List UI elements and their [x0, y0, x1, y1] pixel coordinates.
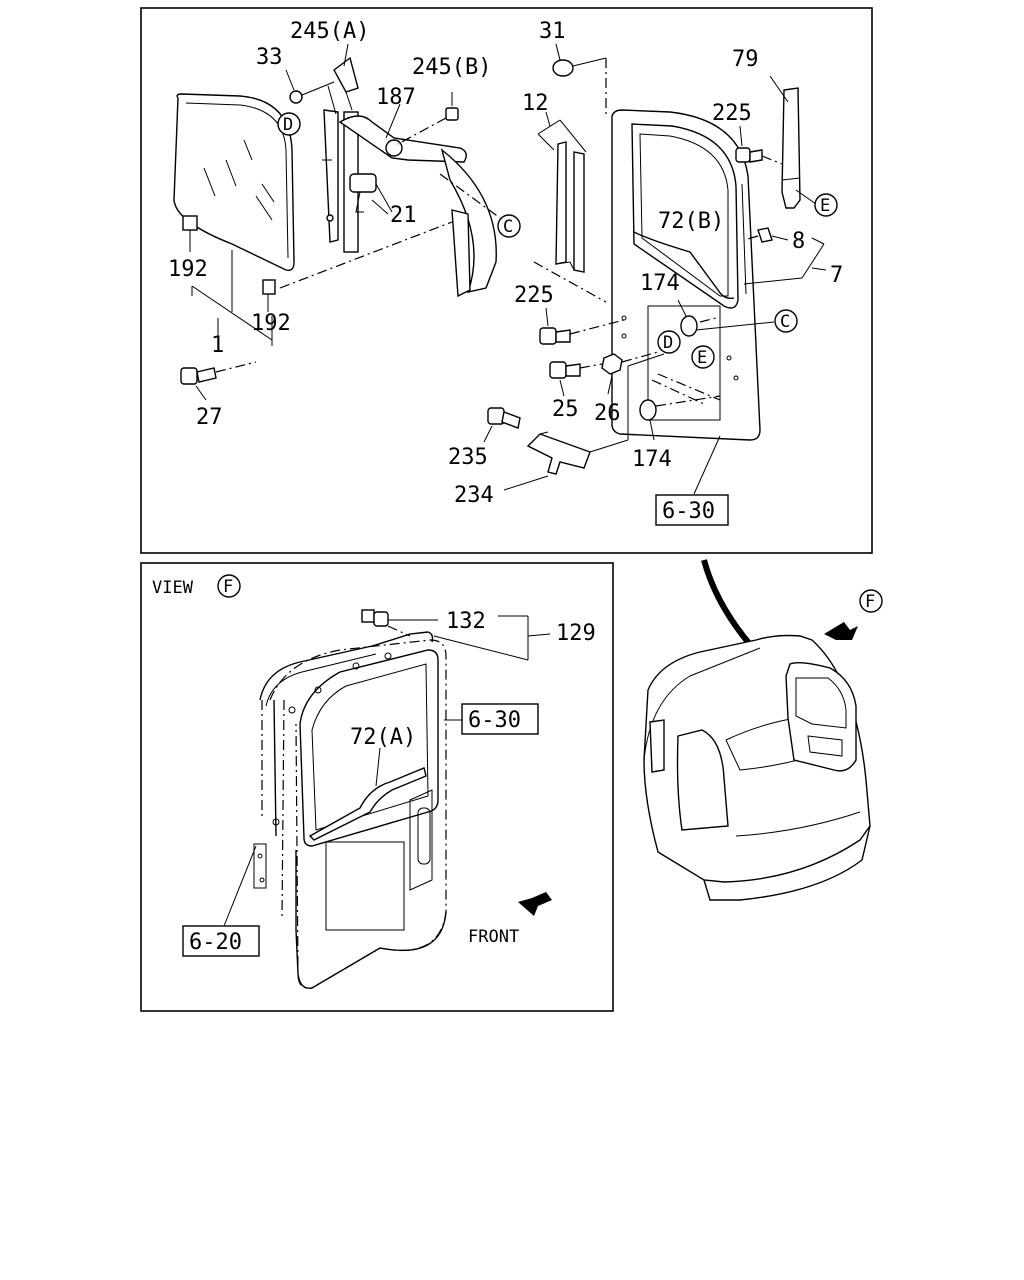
view-title: VIEW: [152, 578, 194, 598]
clip-192-lower: [262, 279, 276, 312]
ref-box-620: [182, 925, 260, 957]
callout-circle-e-top: [814, 193, 838, 217]
view-title-mark: F: [223, 577, 233, 597]
label-132: 132: [446, 609, 486, 634]
regulator-arm: [338, 115, 497, 298]
label-8: 8: [792, 229, 805, 254]
bolt-132: [361, 609, 438, 637]
label-245b: 245(B): [412, 55, 491, 80]
dashed-e-mid: [651, 373, 721, 405]
label-26: 26: [594, 401, 621, 426]
label-c-mid: C: [780, 312, 790, 332]
door-outer-panel: [253, 631, 447, 989]
label-225-upper: 225: [712, 101, 752, 126]
label-225-lower: 225: [514, 283, 554, 308]
label-129: 129: [556, 621, 596, 646]
front-label: FRONT: [468, 927, 519, 947]
leader-620: [223, 845, 257, 927]
label-e-top: E: [820, 196, 830, 216]
top-panel-frame: [140, 7, 873, 554]
screw-33: [285, 69, 335, 104]
label-187: 187: [376, 85, 416, 110]
callout-circle-c-top: [497, 214, 521, 238]
view-panel-frame: [140, 562, 614, 1012]
fastener-245a: [327, 43, 359, 115]
label-31: 31: [539, 19, 566, 44]
cab-mark: F: [865, 592, 875, 612]
label-192-lower: 192: [251, 311, 291, 336]
callout-circle-d-top: [277, 112, 301, 136]
label-79: 79: [732, 47, 759, 72]
label-245a: 245(A): [290, 19, 369, 44]
bracket-lines-1: [191, 250, 273, 346]
plug-174-lower: [639, 395, 721, 441]
regulator-motor-21: [349, 173, 393, 213]
label-12: 12: [522, 91, 549, 116]
bracket-234: [503, 353, 665, 491]
callout-circle-e-mid: [691, 345, 715, 369]
ref-630-top: 6-30: [662, 499, 715, 524]
view-title-circle: [217, 574, 241, 598]
nut-245b: [397, 92, 459, 145]
grommet-31: [552, 43, 607, 116]
leader-c-mid: [695, 321, 775, 331]
door-glass: [173, 93, 295, 272]
label-33: 33: [256, 45, 283, 70]
cab-mark-circle: [859, 589, 883, 613]
label-174-lower: 174: [632, 447, 672, 472]
leader-187: [385, 103, 401, 139]
nut-26: [601, 351, 659, 395]
clip-192-upper: [182, 215, 198, 252]
label-7: 7: [830, 263, 843, 288]
label-234: 234: [454, 483, 494, 508]
bolt-27: [180, 361, 257, 401]
label-e-mid: E: [697, 348, 707, 368]
label-72b: 72(B): [658, 209, 724, 234]
bracket-lines-7: [743, 237, 827, 285]
plug-174-upper: [677, 299, 717, 337]
label-c-top: C: [503, 217, 513, 237]
strip-79: [769, 75, 817, 209]
ref-box-630-top: [655, 494, 729, 526]
label-192-upper: 192: [168, 257, 208, 282]
front-arrow-icon: [518, 892, 552, 916]
leader-21: [371, 199, 389, 215]
run-channel-12: [537, 111, 587, 273]
label-235: 235: [448, 445, 488, 470]
label-d-mid: D: [663, 333, 673, 353]
dashed-to-arm: [279, 221, 453, 289]
label-d-top: D: [283, 115, 293, 135]
bolt-225-upper: [735, 125, 783, 165]
label-21: 21: [390, 203, 417, 228]
dashed-12-door: [533, 261, 607, 303]
door-inner-panel: [611, 109, 761, 441]
leader-72a: [375, 747, 381, 787]
label-174-upper: 174: [640, 271, 680, 296]
cab-illustration: [643, 559, 871, 901]
label-25: 25: [552, 397, 579, 422]
clip-8: [743, 227, 789, 243]
ref-box-630-view: [461, 703, 539, 735]
label-72a: 72(A): [350, 725, 416, 750]
leader-630-top: [693, 435, 721, 495]
ref-630-view: 6-30: [468, 708, 521, 733]
label-27: 27: [196, 405, 223, 430]
bracket-lines-129: [433, 615, 551, 661]
label-1: 1: [211, 333, 224, 358]
bolt-25: [549, 361, 603, 397]
bolt-225-lower: [539, 307, 625, 345]
bolt-235: [483, 407, 521, 443]
dashed-c-upper: [439, 173, 501, 219]
callout-circle-d-mid: [657, 330, 681, 354]
ref-620: 6-20: [189, 930, 242, 955]
callout-circle-c-mid: [774, 309, 798, 333]
